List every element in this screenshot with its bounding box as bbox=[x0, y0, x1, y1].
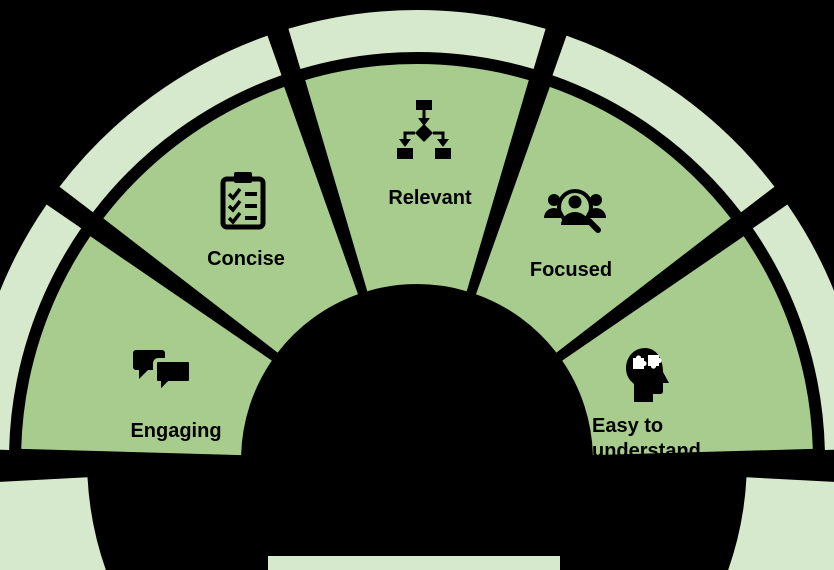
flowchart-hierarchy-icon bbox=[391, 100, 457, 160]
ring-segment-relevant bbox=[288, 10, 546, 69]
segment-label-relevant: Relevant bbox=[388, 187, 472, 209]
ring-segment-easy bbox=[752, 204, 834, 450]
checklist-clipboard-icon bbox=[219, 172, 267, 230]
segment-relevant bbox=[305, 63, 529, 292]
ring-segment-focused bbox=[552, 35, 775, 213]
segment-label-easy: Easy to understand bbox=[592, 415, 701, 462]
segment-label-focused: Focused bbox=[529, 259, 613, 281]
head-puzzle-icon bbox=[621, 346, 675, 404]
segment-easy bbox=[562, 236, 813, 456]
segment-focused bbox=[476, 86, 731, 353]
corner-segment-left bbox=[0, 477, 106, 570]
speech-bubbles-icon bbox=[131, 348, 195, 400]
segment-engaging bbox=[21, 236, 272, 456]
segment-label-concise: Concise bbox=[207, 248, 285, 270]
people-magnifier-icon bbox=[543, 185, 607, 239]
corner-segment-right bbox=[728, 477, 834, 570]
ring-segment-concise bbox=[59, 35, 282, 213]
bottom-ring-fragment bbox=[268, 556, 560, 570]
segment-label-engaging: Engaging bbox=[130, 420, 222, 442]
ring-segment-engaging bbox=[0, 204, 82, 450]
